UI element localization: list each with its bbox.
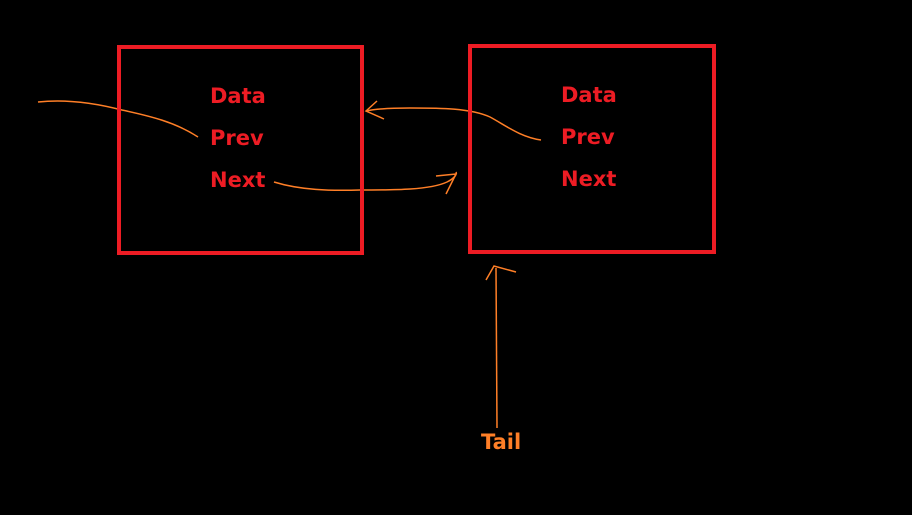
list-node-1: Data Prev Next (117, 45, 364, 255)
node-1-prev-field: Prev (210, 126, 264, 150)
node-2-data-field: Data (561, 83, 617, 107)
tail-pointer-arrowhead (485, 265, 517, 281)
list-node-2: Data Prev Next (468, 44, 716, 254)
node-1-next-field: Next (210, 168, 266, 192)
tail-pointer-line (495, 267, 498, 429)
node-2-prev-field: Prev (561, 125, 615, 149)
node-1-data-field: Data (210, 84, 266, 108)
tail-label: Tail (481, 430, 522, 454)
prev-pointer-arrowhead (364, 100, 385, 120)
node-2-next-field: Next (561, 167, 617, 191)
next-pointer-arrowhead (435, 173, 458, 195)
